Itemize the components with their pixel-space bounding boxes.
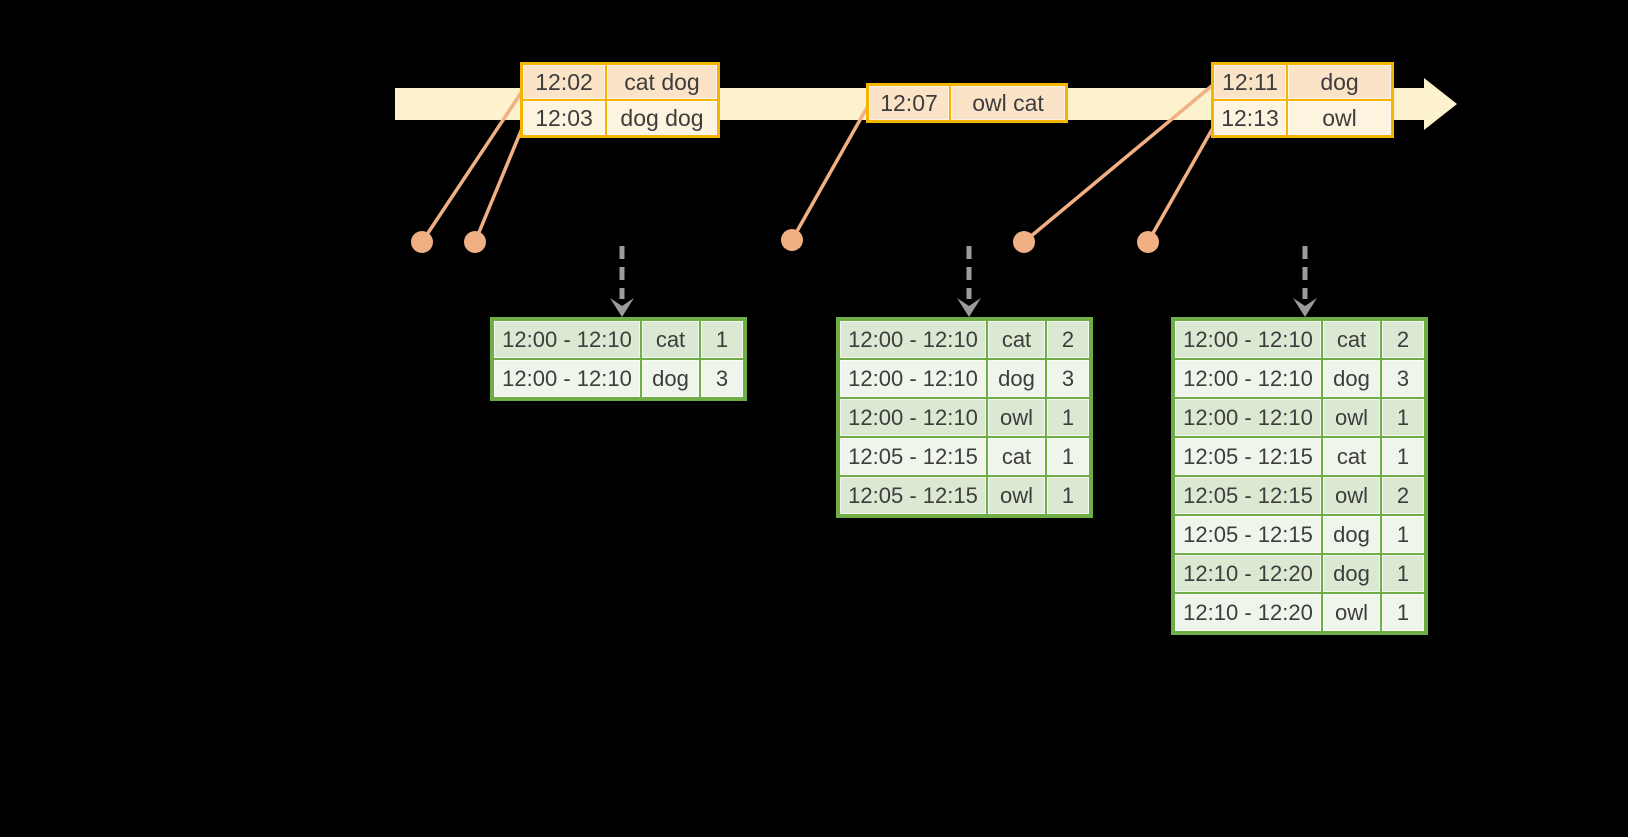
count-cell: 3 <box>701 360 743 397</box>
count-cell: 2 <box>1047 321 1089 358</box>
word-cell: dog <box>1323 516 1380 553</box>
count-cell: 1 <box>1382 516 1424 553</box>
count-cell: 3 <box>1382 360 1424 397</box>
event-dot-1213 <box>1137 231 1159 253</box>
word-cell: owl <box>988 399 1045 436</box>
window-cell: 12:00 - 12:10 <box>494 321 640 358</box>
trigger-arrowhead-icon-3 <box>1293 298 1317 317</box>
count-cell: 1 <box>1047 438 1089 475</box>
window-cell: 12:10 - 12:20 <box>1175 555 1321 592</box>
window-cell: 12:05 - 12:15 <box>1175 438 1321 475</box>
count-cell: 1 <box>701 321 743 358</box>
result-table-1: 12:00 - 12:10 cat 1 12:00 - 12:10 dog 3 <box>490 317 747 401</box>
event-dot-1207 <box>781 229 803 251</box>
window-cell: 12:05 - 12:15 <box>840 438 986 475</box>
window-cell: 12:00 - 12:10 <box>840 321 986 358</box>
event-table-1211: 12:11 dog 12:13 owl <box>1211 62 1394 138</box>
event-words-cell: cat dog <box>607 65 717 99</box>
event-time-cell: 12:07 <box>869 86 949 120</box>
word-cell: dog <box>1323 360 1380 397</box>
window-cell: 12:00 - 12:10 <box>840 360 986 397</box>
event-dots <box>411 229 1159 253</box>
word-cell: cat <box>988 321 1045 358</box>
trigger-arrowhead-icon-1 <box>610 298 634 317</box>
event-words-cell: owl cat <box>951 86 1065 120</box>
count-cell: 1 <box>1382 399 1424 436</box>
word-cell: cat <box>988 438 1045 475</box>
result-table-3: 12:00 - 12:10 cat 2 12:00 - 12:10 dog 3 … <box>1171 317 1428 635</box>
event-dot-1211 <box>1013 231 1035 253</box>
count-cell: 2 <box>1382 477 1424 514</box>
word-cell: owl <box>1323 477 1380 514</box>
window-cell: 12:00 - 12:10 <box>1175 321 1321 358</box>
window-cell: 12:00 - 12:10 <box>494 360 640 397</box>
count-cell: 1 <box>1047 399 1089 436</box>
event-time-cell: 12:02 <box>523 65 605 99</box>
event-dot-1202 <box>411 231 433 253</box>
event-time-cell: 12:11 <box>1214 65 1286 99</box>
timeline-arrowhead-icon <box>1424 78 1457 130</box>
window-cell: 12:10 - 12:20 <box>1175 594 1321 631</box>
event-table-1207: 12:07 owl cat <box>866 83 1068 123</box>
event-line-1203 <box>473 125 525 243</box>
trigger-arrow-lines <box>619 246 1308 299</box>
event-line-1202 <box>420 89 525 243</box>
event-dot-1203 <box>464 231 486 253</box>
window-cell: 12:05 - 12:15 <box>840 477 986 514</box>
event-connector-lines <box>420 82 1216 244</box>
event-words-cell: owl <box>1288 101 1391 135</box>
window-cell: 12:00 - 12:10 <box>1175 360 1321 397</box>
event-table-1202: 12:02 cat dog 12:03 dog dog <box>520 62 720 138</box>
trigger-arrowhead-icon-2 <box>957 298 981 317</box>
event-line-1213 <box>1146 125 1216 243</box>
word-cell: dog <box>1323 555 1380 592</box>
event-words-cell: dog <box>1288 65 1391 99</box>
word-cell: cat <box>1323 438 1380 475</box>
count-cell: 1 <box>1382 438 1424 475</box>
window-cell: 12:05 - 12:15 <box>1175 477 1321 514</box>
event-line-1207 <box>790 103 871 241</box>
count-cell: 2 <box>1382 321 1424 358</box>
result-table-2: 12:00 - 12:10 cat 2 12:00 - 12:10 dog 3 … <box>836 317 1093 518</box>
count-cell: 1 <box>1382 555 1424 592</box>
event-time-cell: 12:03 <box>523 101 605 135</box>
count-cell: 1 <box>1382 594 1424 631</box>
word-cell: cat <box>1323 321 1380 358</box>
word-cell: owl <box>1323 594 1380 631</box>
event-line-1211 <box>1022 82 1216 244</box>
window-cell: 12:00 - 12:10 <box>1175 399 1321 436</box>
word-cell: dog <box>642 360 699 397</box>
word-cell: cat <box>642 321 699 358</box>
word-cell: owl <box>1323 399 1380 436</box>
window-cell: 12:00 - 12:10 <box>840 399 986 436</box>
event-time-cell: 12:13 <box>1214 101 1286 135</box>
window-cell: 12:05 - 12:15 <box>1175 516 1321 553</box>
event-words-cell: dog dog <box>607 101 717 135</box>
word-cell: owl <box>988 477 1045 514</box>
word-cell: dog <box>988 360 1045 397</box>
count-cell: 3 <box>1047 360 1089 397</box>
trigger-arrowheads <box>610 298 1317 317</box>
count-cell: 1 <box>1047 477 1089 514</box>
